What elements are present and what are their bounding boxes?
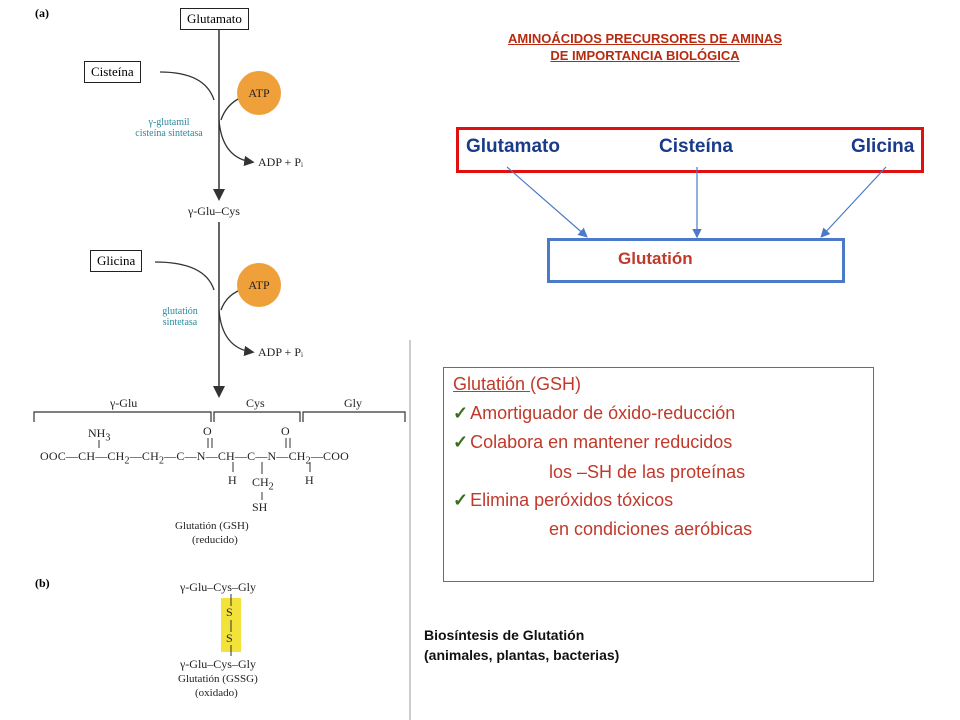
check-icon: ✓: [453, 490, 469, 510]
precursor-cisteina: Cisteína: [659, 136, 733, 157]
segment-cys: Cys: [246, 396, 265, 410]
adp-1: ADP + Pᵢ: [258, 155, 303, 169]
gsh-structure-backbone: OOC—CH—CH2—CH2—C—N—CH—C—N—CH2—COO: [40, 449, 349, 467]
info-item-1-text: Amortiguador de óxido-reducción: [470, 403, 736, 423]
enzyme-2: glutatión sintetasa: [150, 306, 210, 328]
info-item-2: ✓Colabora en mantener reducidos: [453, 432, 732, 453]
h-atom-2: H: [305, 473, 314, 487]
gssg-top-chain: γ-Glu–Cys–Gly: [180, 580, 256, 594]
glutamato-box: Glutamato: [180, 8, 249, 30]
info-heading-suffix: (GSH): [530, 374, 582, 394]
precursor-glutamato: Glutamato: [466, 136, 560, 157]
carbonyl-o2: O: [281, 424, 290, 438]
atp-circle-1: ATP: [237, 71, 281, 115]
info-item-3-cont: en condiciones aeróbicas: [549, 519, 753, 539]
h-atom-1: H: [228, 473, 237, 487]
caption-line2: (animales, plantas, bacterias): [424, 647, 620, 663]
product-glutation: Glutatión: [618, 249, 693, 268]
segment-glu: γ-Glu: [110, 396, 138, 410]
gssg-name: Glutatión (GSSG): [178, 673, 258, 685]
cysteine-curve: [159, 71, 215, 101]
figure-lines: [33, 30, 411, 720]
bracket-gly: [302, 411, 406, 422]
adp-curve-1: [218, 119, 255, 167]
info-box: [443, 367, 874, 582]
atp-circle-2: ATP: [237, 263, 281, 307]
disulfide-s1: S: [226, 605, 233, 619]
info-item-2-cont: los –SH de las proteínas: [549, 462, 746, 482]
info-item-2-text: Colabora en mantener reducidos: [470, 432, 733, 452]
figure-caption: Biosíntesis de Glutatión (animales, plan…: [424, 625, 619, 665]
atp-curve-1: [220, 97, 241, 121]
enzyme-1: γ-glutamil cisteína sintetasa: [124, 117, 214, 139]
adp-curve-2: [218, 309, 255, 357]
segment-gly: Gly: [344, 396, 362, 410]
glycine-curve: [154, 261, 215, 291]
enzyme-1-line1: γ-glutamil: [148, 117, 190, 128]
gssg-bottom-chain: γ-Glu–Cys–Gly: [180, 657, 256, 671]
arrow-glicina: [820, 166, 887, 238]
precursor-arrows: [506, 166, 887, 239]
disulfide-s2: S: [226, 631, 233, 645]
info-item-1: ✓Amortiguador de óxido-reducción: [453, 403, 735, 424]
gsh-state: (reducido): [192, 534, 238, 546]
bracket-cys: [213, 411, 301, 422]
arrow-glutamato: [506, 166, 588, 238]
precursors-box: [456, 127, 924, 173]
slide-title-line1: AMINOÁCIDOS PRECURSORES DE AMINAS: [508, 31, 782, 46]
adp-2: ADP + Pᵢ: [258, 345, 303, 359]
enzyme-1-line2: cisteína sintetasa: [135, 128, 203, 139]
info-item-3: ✓Elimina peróxidos tóxicos: [453, 490, 673, 511]
enzyme-2-line1: glutatión: [162, 306, 198, 317]
slide-title: AMINOÁCIDOS PRECURSORES DE AMINAS DE IMP…: [440, 30, 850, 64]
enzyme-2-line2: sintetasa: [162, 317, 198, 328]
part-a-label: (a): [35, 6, 49, 20]
info-heading-name: Glutatión: [453, 374, 531, 394]
slide-title-line2: DE IMPORTANCIA BIOLÓGICA: [550, 48, 740, 63]
check-icon: ✓: [453, 403, 469, 423]
check-icon: ✓: [453, 432, 469, 452]
carbonyl-o1: O: [203, 424, 212, 438]
sh-group: SH: [252, 500, 268, 514]
glicina-box: Glicina: [90, 250, 143, 272]
precursor-glicina: Glicina: [851, 136, 915, 157]
caption-line1: Biosíntesis de Glutatión: [424, 627, 585, 643]
dipeptide-label: γ-Glu–Cys: [188, 204, 240, 218]
info-heading: Glutatión (GSH): [453, 374, 581, 395]
nh3-group: NH3: [88, 426, 111, 444]
info-item-3-text: Elimina peróxidos tóxicos: [470, 490, 674, 510]
product-box: [547, 238, 845, 283]
ch2-group: CH2: [252, 475, 274, 493]
atp-curve-2: [220, 289, 241, 311]
bracket-glu: [33, 411, 212, 422]
part-b-label: (b): [35, 576, 50, 590]
gssg-state: (oxidado): [195, 687, 238, 699]
cisteina-box: Cisteína: [84, 61, 141, 83]
gsh-name: Glutatión (GSH): [175, 520, 249, 532]
